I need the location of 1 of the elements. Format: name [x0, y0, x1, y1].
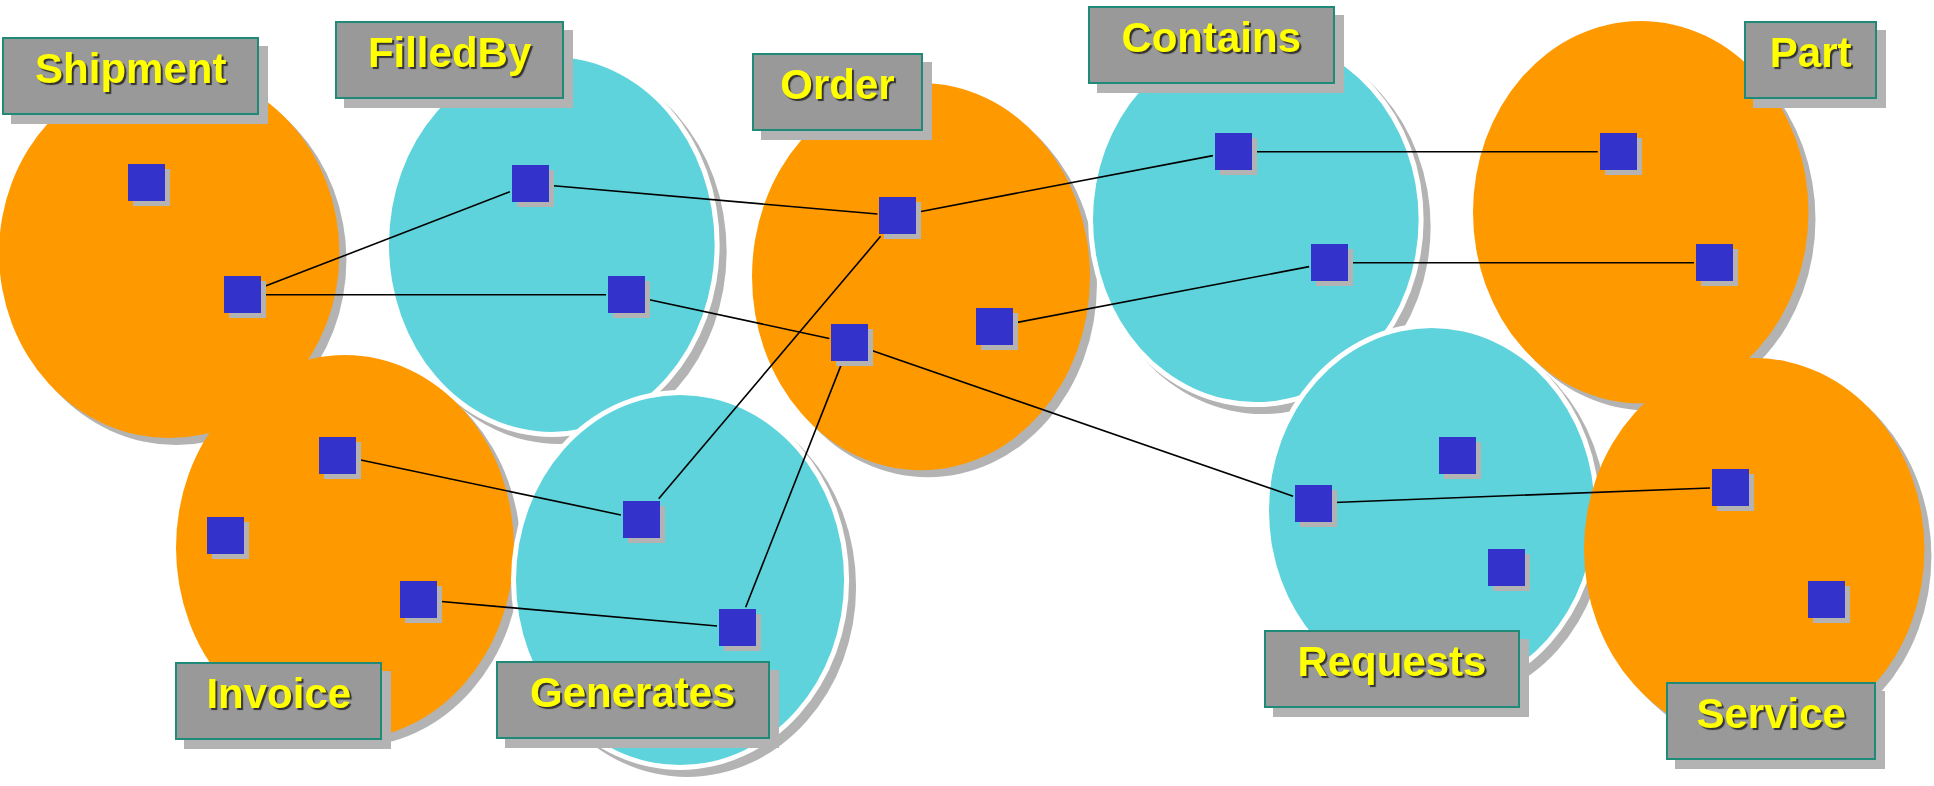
connector-line: [657, 235, 882, 500]
